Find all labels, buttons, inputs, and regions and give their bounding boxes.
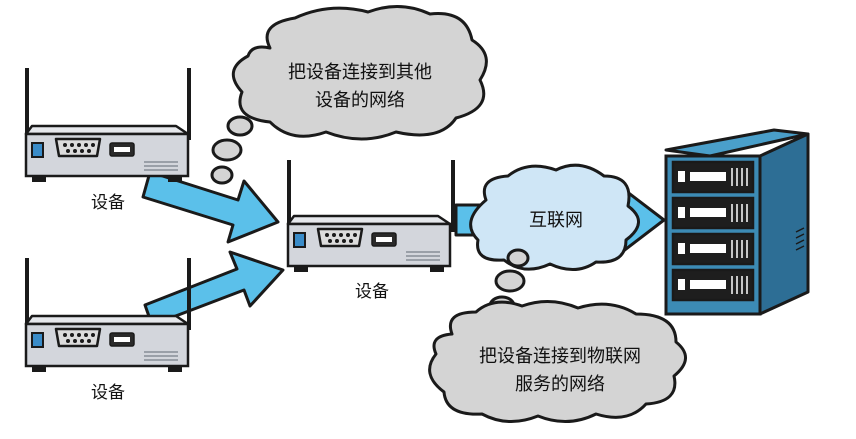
device-label-bottom-left: 设备 [91,383,125,403]
device-label-middle: 设备 [355,282,389,302]
thought-cloud-icon [428,248,687,423]
device-label-top-left: 设备 [91,193,125,213]
cloud-bottom-line2: 服务的网络 [515,374,605,395]
server-icon [664,128,810,316]
router-icon [286,160,455,274]
cloud-top-line2: 设备的网络 [315,90,405,111]
cloud-bottom-line1: 把设备连接到物联网 [479,346,641,367]
router-icon [24,68,191,184]
router-icon [24,258,191,374]
cloud-icon [469,163,640,271]
arrow-icon [143,250,285,327]
cloud-internet-label: 互联网 [529,210,583,231]
thought-cloud-icon [210,4,488,185]
arrow-icon [141,170,280,244]
cloud-top-line1: 把设备连接到其他 [288,62,432,83]
